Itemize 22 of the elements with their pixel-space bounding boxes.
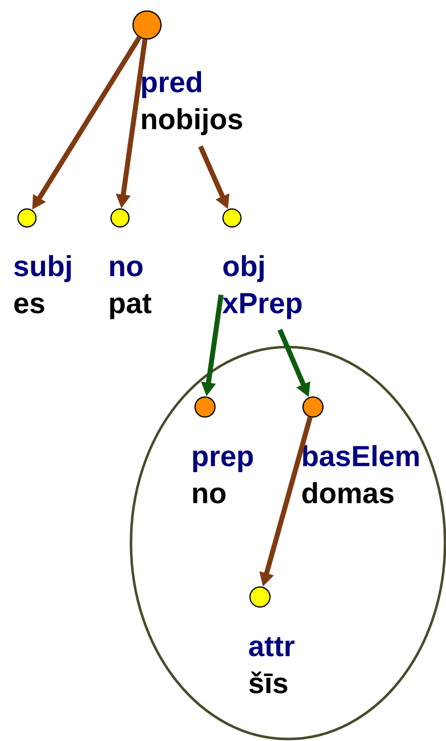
tree-node: basElem domas [302,396,419,504]
node-label: basElem [303,445,419,466]
node-label: attr [249,637,294,656]
node-label: domas [302,482,394,504]
node-label: pat [110,294,152,320]
node-label: no [193,487,226,504]
node-label: šīs [249,671,288,694]
node-label: pred [142,71,202,98]
node-label: xPrep [222,293,302,320]
tree-node: obj xPrep [222,208,302,320]
node-label: obj [223,255,264,282]
tree-node: pred nobijos [132,10,242,136]
tree-node: prep no [193,396,253,504]
node-label: no [110,260,142,276]
node-label: es [14,297,44,314]
tree-node: attr šīs [249,586,294,694]
node-label: prep [193,450,253,472]
tree-node: no pat [110,208,152,320]
node-label: nobijos [142,108,242,136]
tree-node: subj es [14,208,71,314]
group-ellipse [130,346,446,740]
node-label: subj [14,255,71,282]
